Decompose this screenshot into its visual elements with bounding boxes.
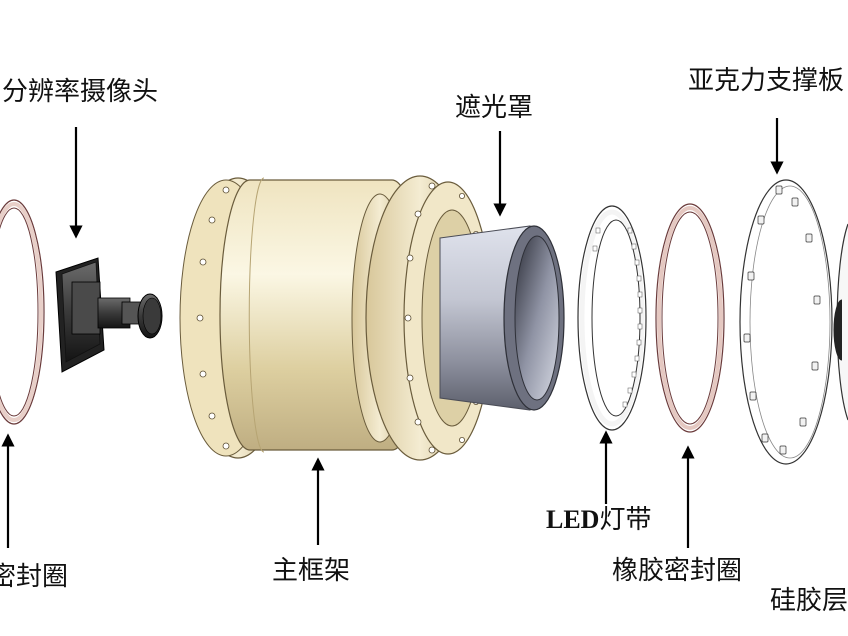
camera-module	[55, 257, 163, 373]
label-frame: 主框架	[272, 556, 351, 586]
label-shade: 遮光罩	[455, 93, 534, 123]
label-silicone: 硅胶层	[770, 586, 848, 616]
left-seal-ring	[0, 199, 45, 425]
label-led-prefix: LED	[546, 505, 600, 534]
label-left-seal: 密封圈	[0, 562, 69, 592]
label-rubber-seal: 橡胶密封圈	[612, 556, 743, 586]
rubber-seal-ring	[655, 203, 725, 433]
led-strip-ring	[577, 205, 647, 431]
label-led: LED灯带	[546, 505, 651, 535]
callout-arrows	[1, 118, 784, 548]
label-acrylic: 亚克力支撑板	[688, 66, 845, 96]
label-led-suffix: 灯带	[599, 505, 652, 535]
light-shade	[439, 225, 565, 411]
label-camera: 分辨率摄像头	[2, 77, 159, 107]
silicone-layer	[833, 223, 848, 421]
acrylic-support-plate	[739, 179, 833, 465]
